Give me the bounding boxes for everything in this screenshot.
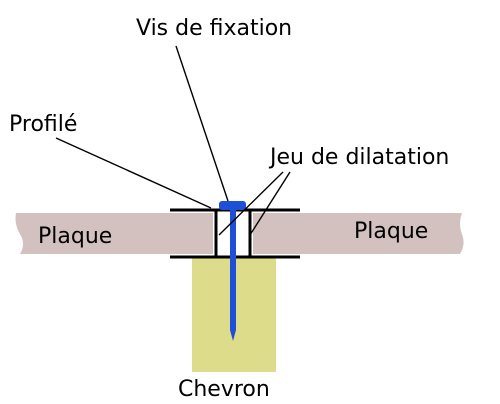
leader-gap-right (249, 171, 291, 236)
leader-gap-left (218, 171, 284, 236)
label-plate-right: Plaque (354, 219, 428, 244)
screw (219, 201, 246, 341)
label-profile: Profilé (9, 112, 77, 137)
label-screw: Vis de fixation (136, 16, 292, 41)
label-plate-left: Plaque (38, 224, 112, 249)
leader-screw (175, 45, 229, 202)
leader-profile (55, 137, 212, 209)
plate-left (15, 213, 213, 254)
leader-lines (55, 45, 291, 236)
label-expansion-gap: Jeu de dilatation (268, 145, 449, 170)
label-rafter: Chevron (178, 377, 270, 402)
plate-right (253, 213, 464, 254)
